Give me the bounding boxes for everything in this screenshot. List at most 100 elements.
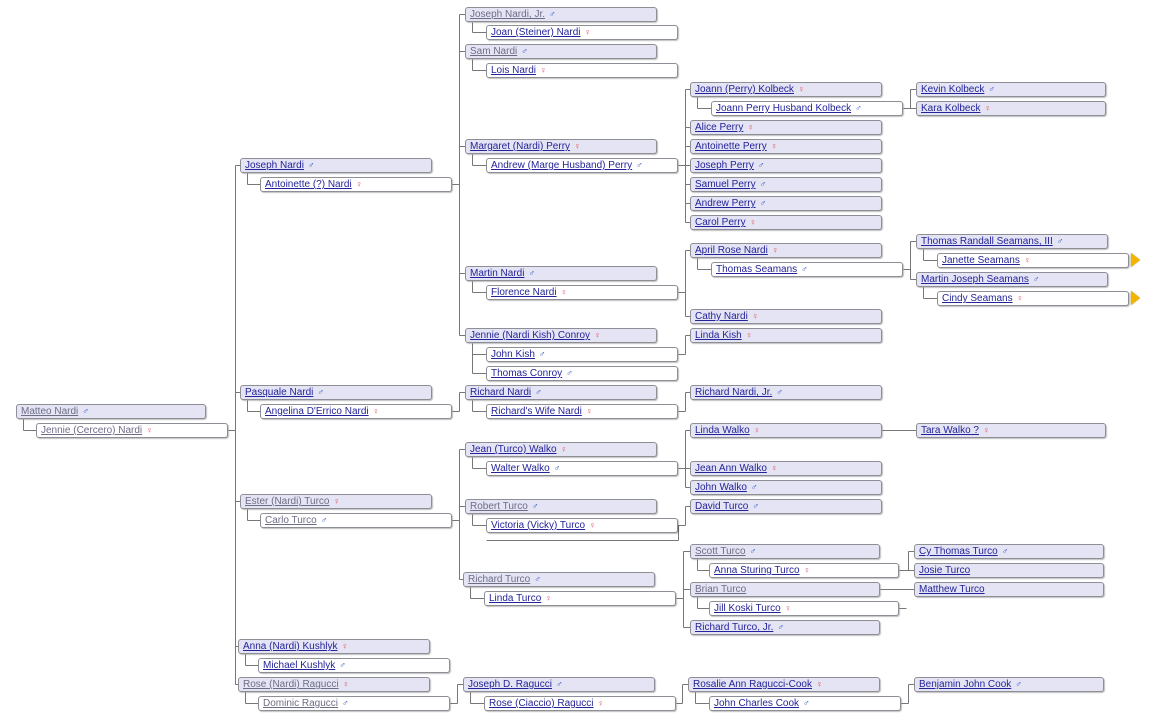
person-node-jean-ann-walko[interactable]: Jean Ann Walko♀ [690,461,882,476]
person-name-link[interactable]: John Walko [695,482,747,493]
expand-descendants-arrow-icon[interactable] [1131,253,1140,267]
person-node-janette-seamans[interactable]: Janette Seamans♀ [937,253,1129,268]
person-node-joan-steiner-nardi[interactable]: Joan (Steiner) Nardi♀ [486,25,678,40]
person-name-link[interactable]: Richard Turco, Jr. [695,622,774,633]
person-node-linda-turco[interactable]: Linda Turco♀ [484,591,676,606]
person-node-joseph-d-ragucci[interactable]: Joseph D. Ragucci♂ [463,677,655,692]
person-name-link[interactable]: Carol Perry [695,217,746,228]
person-node-robert-turco[interactable]: Robert Turco♂ [465,499,657,514]
person-name-link[interactable]: Dominic Ragucci [263,698,339,709]
person-name-link[interactable]: Josie Turco [919,565,971,576]
person-name-link[interactable]: Kara Kolbeck [921,103,981,114]
person-node-brian-turco[interactable]: Brian Turco [690,582,880,597]
person-node-antoinette-nardi[interactable]: Antoinette (?) Nardi♀ [260,177,452,192]
person-name-link[interactable]: Joseph D. Ragucci [468,679,552,690]
person-node-rosalie-ann-ragucci-cook[interactable]: Rosalie Ann Ragucci-Cook♀ [688,677,880,692]
person-name-link[interactable]: Cathy Nardi [695,311,748,322]
person-name-link[interactable]: Janette Seamans [942,255,1020,266]
person-name-link[interactable]: Jean Ann Walko [695,463,767,474]
person-node-joann-perry-kolbeck[interactable]: Joann (Perry) Kolbeck♀ [690,82,882,97]
person-name-link[interactable]: Cindy Seamans [942,293,1013,304]
person-name-link[interactable]: Lois Nardi [491,65,537,76]
person-node-martin-joseph-seamans[interactable]: Martin Joseph Seamans♂ [916,272,1108,287]
person-name-link[interactable]: Martin Joseph Seamans [921,274,1029,285]
person-name-link[interactable]: Alice Perry [695,122,744,133]
person-name-link[interactable]: Jean (Turco) Walko [470,444,557,455]
person-node-angelina-d-errico-nardi[interactable]: Angelina D'Errico Nardi♀ [260,404,452,419]
person-node-sam-nardi[interactable]: Sam Nardi♂ [465,44,657,59]
person-name-link[interactable]: Thomas Conroy [491,368,563,379]
person-name-link[interactable]: John Kish [491,349,535,360]
person-node-rose-ciaccio-ragucci[interactable]: Rose (Ciaccio) Ragucci♀ [484,696,676,711]
person-name-link[interactable]: John Charles Cook [714,698,800,709]
person-node-jean-turco-walko[interactable]: Jean (Turco) Walko♀ [465,442,657,457]
person-node-walter-walko[interactable]: Walter Walko♂ [486,461,678,476]
person-node-lois-nardi[interactable]: Lois Nardi♀ [486,63,678,78]
person-name-link[interactable]: Anna Sturing Turco [714,565,800,576]
person-node-joann-perry-husband-kolbeck[interactable]: Joann Perry Husband Kolbeck♂ [711,101,903,116]
person-node-dominic-ragucci[interactable]: Dominic Ragucci♂ [258,696,450,711]
person-name-link[interactable]: Sam Nardi [470,46,518,57]
person-node-margaret-nardi-perry[interactable]: Margaret (Nardi) Perry♀ [465,139,657,154]
person-name-link[interactable]: Thomas Seamans [716,264,798,275]
person-name-link[interactable]: Pasquale Nardi [245,387,314,398]
person-name-link[interactable]: Rosalie Ann Ragucci-Cook [693,679,812,690]
person-name-link[interactable]: Anna (Nardi) Kushlyk [243,641,338,652]
person-node-cy-thomas-turco[interactable]: Cy Thomas Turco♂ [914,544,1104,559]
person-name-link[interactable]: Martin Nardi [470,268,525,279]
person-node-florence-nardi[interactable]: Florence Nardi♀ [486,285,678,300]
person-name-link[interactable]: Richard Turco [468,574,531,585]
person-node-richard-nardi[interactable]: Richard Nardi♂ [465,385,657,400]
person-name-link[interactable]: Rose (Nardi) Ragucci [243,679,339,690]
person-node-kevin-kolbeck[interactable]: Kevin Kolbeck♂ [916,82,1106,97]
person-node-cindy-seamans[interactable]: Cindy Seamans♀ [937,291,1129,306]
person-node-joseph-nardi-jr[interactable]: Joseph Nardi, Jr.♂ [465,7,657,22]
person-name-link[interactable]: Joseph Perry [695,160,754,171]
person-name-link[interactable]: Cy Thomas Turco [919,546,998,557]
person-name-link[interactable]: Joseph Nardi, Jr. [470,9,546,20]
person-node-thomas-conroy[interactable]: Thomas Conroy♂ [486,366,678,381]
person-name-link[interactable]: Samuel Perry [695,179,756,190]
person-node-richard-s-wife-nardi[interactable]: Richard's Wife Nardi♀ [486,404,678,419]
person-name-link[interactable]: Andrew (Marge Husband) Perry [491,160,633,171]
person-node-jill-koski-turco[interactable]: Jill Koski Turco♀ [709,601,899,616]
person-node-joseph-nardi[interactable]: Joseph Nardi♂ [240,158,432,173]
person-name-link[interactable]: Kevin Kolbeck [921,84,985,95]
person-name-link[interactable]: Joann (Perry) Kolbeck [695,84,794,95]
person-name-link[interactable]: Linda Walko [695,425,750,436]
person-node-martin-nardi[interactable]: Martin Nardi♂ [465,266,657,281]
person-node-richard-turco[interactable]: Richard Turco♂ [463,572,655,587]
person-name-link[interactable]: Benjamin John Cook [919,679,1012,690]
person-node-victoria-vicky-turco[interactable]: Victoria (Vicky) Turco♀ [486,518,678,533]
person-name-link[interactable]: Richard Nardi [470,387,532,398]
person-name-link[interactable]: Joseph Nardi [245,160,304,171]
person-node-john-kish[interactable]: John Kish♂ [486,347,678,362]
person-node-linda-walko[interactable]: Linda Walko♀ [690,423,882,438]
person-name-link[interactable]: Carlo Turco [265,515,317,526]
person-name-link[interactable]: Tara Walko ? [921,425,979,436]
person-node-samuel-perry[interactable]: Samuel Perry♂ [690,177,882,192]
person-node-alice-perry[interactable]: Alice Perry♀ [690,120,882,135]
person-node-david-turco[interactable]: David Turco♂ [690,499,882,514]
person-node-anna-nardi-kushlyk[interactable]: Anna (Nardi) Kushlyk♀ [238,639,430,654]
person-node-joseph-perry[interactable]: Joseph Perry♂ [690,158,882,173]
person-node-josie-turco[interactable]: Josie Turco [914,563,1104,578]
person-name-link[interactable]: Joan (Steiner) Nardi [491,27,581,38]
person-node-anna-sturing-turco[interactable]: Anna Sturing Turco♀ [709,563,899,578]
person-node-thomas-randall-seamans-iii[interactable]: Thomas Randall Seamans, III♂ [916,234,1108,249]
person-name-link[interactable]: David Turco [695,501,749,512]
person-name-link[interactable]: April Rose Nardi [695,245,768,256]
person-name-link[interactable]: Joann Perry Husband Kolbeck [716,103,852,114]
person-node-rose-nardi-ragucci[interactable]: Rose (Nardi) Ragucci♀ [238,677,430,692]
expand-descendants-arrow-icon[interactable] [1131,291,1140,305]
person-name-link[interactable]: Scott Turco [695,546,746,557]
person-node-antoinette-perry[interactable]: Antoinette Perry♀ [690,139,882,154]
person-node-thomas-seamans[interactable]: Thomas Seamans♂ [711,262,903,277]
person-name-link[interactable]: Florence Nardi [491,287,557,298]
person-name-link[interactable]: Andrew Perry [695,198,756,209]
person-name-link[interactable]: Thomas Randall Seamans, III [921,236,1053,247]
person-node-carol-perry[interactable]: Carol Perry♀ [690,215,882,230]
person-name-link[interactable]: Matthew Turco [919,584,985,595]
person-name-link[interactable]: Jennie (Cercero) Nardi [41,425,143,436]
person-node-benjamin-john-cook[interactable]: Benjamin John Cook♂ [914,677,1104,692]
